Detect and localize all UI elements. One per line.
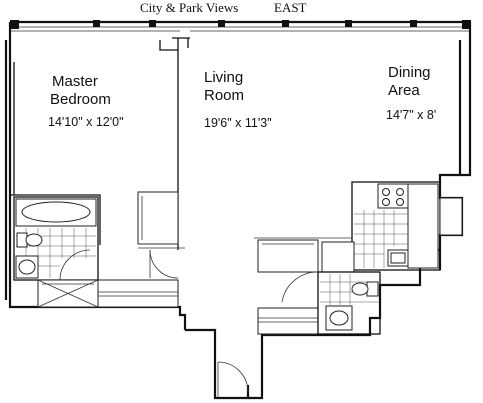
living-room-label: Living Room 19'6" x 11'3" — [204, 69, 272, 130]
master-bedroom-dimensions: 14'10" x 12'0" — [48, 115, 124, 129]
dining-area-label: Dining Area 14'7" x 8' — [386, 64, 436, 122]
window-wall — [10, 20, 471, 32]
master-bedroom-name-2: Bedroom — [50, 91, 111, 108]
entry-door — [217, 361, 249, 398]
second-bathroom — [281, 271, 381, 335]
column-marker — [10, 20, 19, 29]
living-room-name-1: Living — [204, 69, 243, 86]
column-marker — [410, 20, 417, 27]
living-room-name-2: Room — [204, 87, 244, 104]
column-marker — [282, 20, 289, 27]
views-label: City & Park Views — [140, 0, 238, 15]
bedroom-door-swing — [149, 249, 179, 279]
bedroom-closet — [137, 191, 185, 249]
master-bedroom-name-1: Master — [52, 73, 98, 90]
orientation-label: EAST — [274, 0, 307, 15]
column-marker — [218, 20, 225, 27]
kitchen — [351, 181, 463, 271]
column-marker — [93, 20, 100, 27]
bedroom-closets-bottom — [37, 279, 179, 308]
living-closets — [254, 237, 355, 335]
master-bedroom-label: Master Bedroom 14'10" x 12'0" — [48, 73, 124, 129]
master-bathroom — [13, 196, 99, 281]
column-marker — [345, 20, 352, 27]
dining-area-dimensions: 14'7" x 8' — [386, 108, 436, 122]
column-marker — [462, 20, 471, 29]
dining-area-name-1: Dining — [388, 64, 431, 81]
column-marker — [149, 20, 156, 27]
living-room-dimensions: 19'6" x 11'3" — [204, 116, 272, 130]
dining-area-name-2: Area — [388, 82, 420, 99]
